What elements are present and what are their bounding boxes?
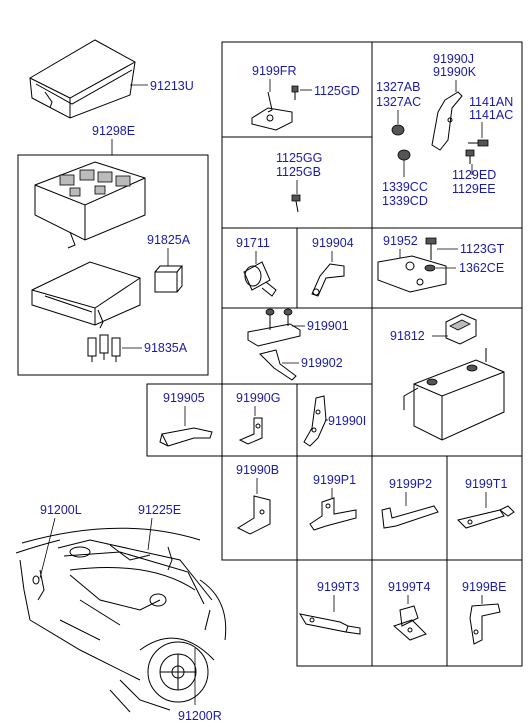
label-91812: 91812 [390,329,425,343]
label-1125GD: 1125GD [314,84,360,98]
bolt-1141AN-drawing [468,139,489,147]
label-1125GB: 1125GB [276,165,321,179]
bracket-919905-drawing [159,427,213,447]
label-1125GG: 1125GG [276,151,322,165]
bolt-1123GT-drawing [425,237,437,260]
label-9199P1: 9199P1 [313,473,356,487]
label-1141AN: 1141AN [469,95,513,109]
label-91990I: 91990I [328,414,366,428]
label-91952: 91952 [383,234,418,248]
bracket-91990B-drawing [236,495,271,535]
bracket-9199T3-drawing [298,613,361,635]
label-91298E: 91298E [92,124,135,138]
label-91825A: 91825A [147,233,191,247]
label-9199BE: 9199BE [462,580,506,594]
label-9199T3: 9199T3 [317,580,359,594]
frame-919901 [221,307,373,385]
bracket-9199T4-drawing [393,605,427,641]
label-91990B: 91990B [236,463,279,477]
label-91213U: 91213U [150,79,194,93]
nut-1362CE-drawing [424,264,436,272]
label-1339CD: 1339CD [382,194,428,208]
label-1327AC: 1327AC [376,95,421,109]
label-1339CC: 1339CC [382,180,428,194]
label-91225E: 91225E [138,503,181,517]
fuse-relay-box-drawing [31,161,146,329]
nut-1339CC-drawing [397,149,411,161]
bracket-9199P2-drawing [381,505,439,529]
bracket-9199BE-drawing [469,603,501,645]
frame-9199T1 [446,455,523,561]
frame-9199T4 [371,559,448,667]
label-919901: 919901 [307,319,349,333]
label-9199FR: 9199FR [252,64,296,78]
label-9199T1: 9199T1 [465,477,507,491]
bolt-1125GG-drawing [291,194,301,213]
label-919905: 919905 [163,391,205,405]
frame-9199T3 [296,559,373,667]
bracket-919904-drawing [311,263,345,297]
bracket-9199FR-drawing [251,85,299,131]
grommet-91711-drawing [243,261,277,297]
relay-drawing [154,265,184,293]
label-1327AB: 1327AB [376,80,420,94]
label-91990G: 91990G [236,391,280,405]
bolt-1129ED-drawing [465,149,475,164]
label-1123GT: 1123GT [460,242,505,256]
battery-91812-drawing [403,313,505,441]
bracket-919901-drawing [247,308,301,347]
fuses-drawing [87,334,121,362]
label-919902: 919902 [301,356,343,370]
bracket-9199P1-drawing [309,497,357,531]
vehicle-trunk-drawing [15,527,227,713]
nut-1327AB-drawing [391,124,405,136]
bracket-91990J-drawing [431,91,463,151]
label-91990K: 91990K [433,65,477,79]
label-91200L: 91200L [40,503,82,517]
plate-91952-drawing [377,255,447,293]
bracket-91990I-drawing [303,395,327,447]
bracket-919902-drawing [259,349,297,381]
label-919904: 919904 [312,236,354,250]
label-1129EE: 1129EE [452,182,496,196]
label-9199T4: 9199T4 [388,580,430,594]
label-1141AC: 1141AC [469,108,513,122]
frame-9199BE [446,559,523,667]
frame-fuse-box [17,154,209,376]
label-1362CE: 1362CE [459,261,504,275]
label-91711: 91711 [236,236,270,250]
label-91835A: 91835A [144,341,188,355]
label-91990J: 91990J [433,52,474,66]
fuse-box-cover-drawing [29,39,136,119]
bracket-91990G-drawing [238,417,263,445]
label-9199P2: 9199P2 [389,477,432,491]
label-91200R: 91200R [178,709,222,723]
bracket-9199T1-drawing [457,505,515,529]
label-1129ED: 1129ED [452,168,496,182]
